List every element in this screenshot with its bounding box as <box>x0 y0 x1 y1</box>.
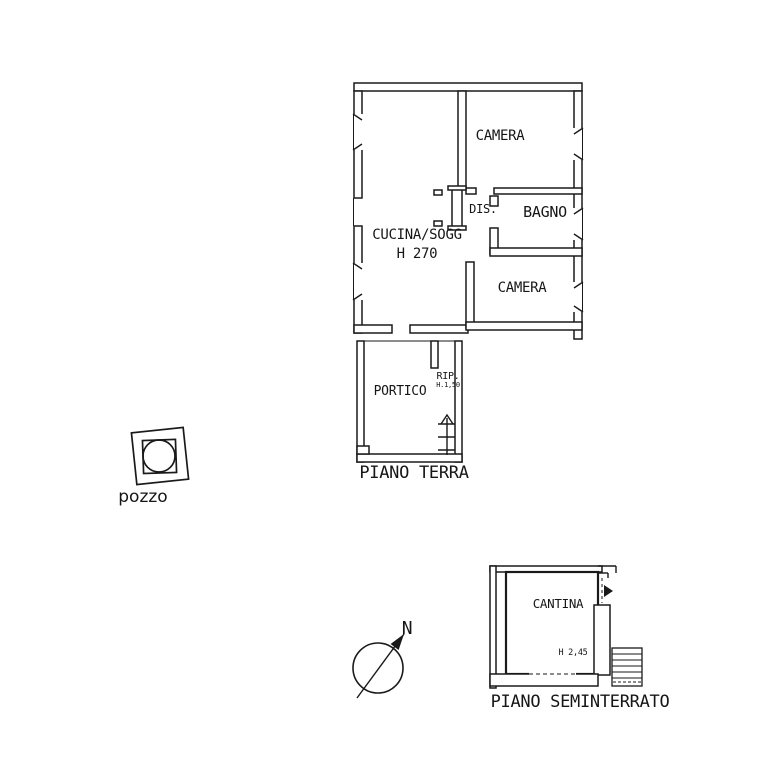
basement-walls <box>489 565 611 689</box>
well-icon <box>130 426 190 486</box>
north-arrow-icon <box>352 633 405 699</box>
room-label-cantina: CANTINA <box>532 596 584 611</box>
well-label: pozzo <box>118 487 168 507</box>
stairs-up-arrow-icon <box>438 413 455 455</box>
room-label-dis: DIS. <box>469 202 497 216</box>
room-label-rip: RIP. <box>436 371 460 382</box>
room-label-portico: PORTICO <box>373 384 427 399</box>
north-letter: N <box>401 618 413 639</box>
basement-stairs-icon <box>611 647 643 687</box>
ground-floor-windows <box>352 113 584 313</box>
height-note-cantina: H 2,45 <box>558 648 588 658</box>
room-label-cucina-sogg: CUCINA/SOGG <box>372 227 462 243</box>
height-note-rip: H.1,50 <box>436 381 460 389</box>
height-note-cucina: H 270 <box>396 246 438 262</box>
floor-title-piano-seminterrato: PIANO SEMINTERRATO <box>490 692 670 712</box>
basement-door-marker <box>598 565 617 603</box>
portico-walls <box>356 340 463 463</box>
room-label-camera-bottom: CAMERA <box>497 280 547 296</box>
room-label-bagno: BAGNO <box>523 203 567 221</box>
room-label-camera-top: CAMERA <box>475 128 525 144</box>
floor-title-piano-terra: PIANO TERRA <box>359 463 469 483</box>
